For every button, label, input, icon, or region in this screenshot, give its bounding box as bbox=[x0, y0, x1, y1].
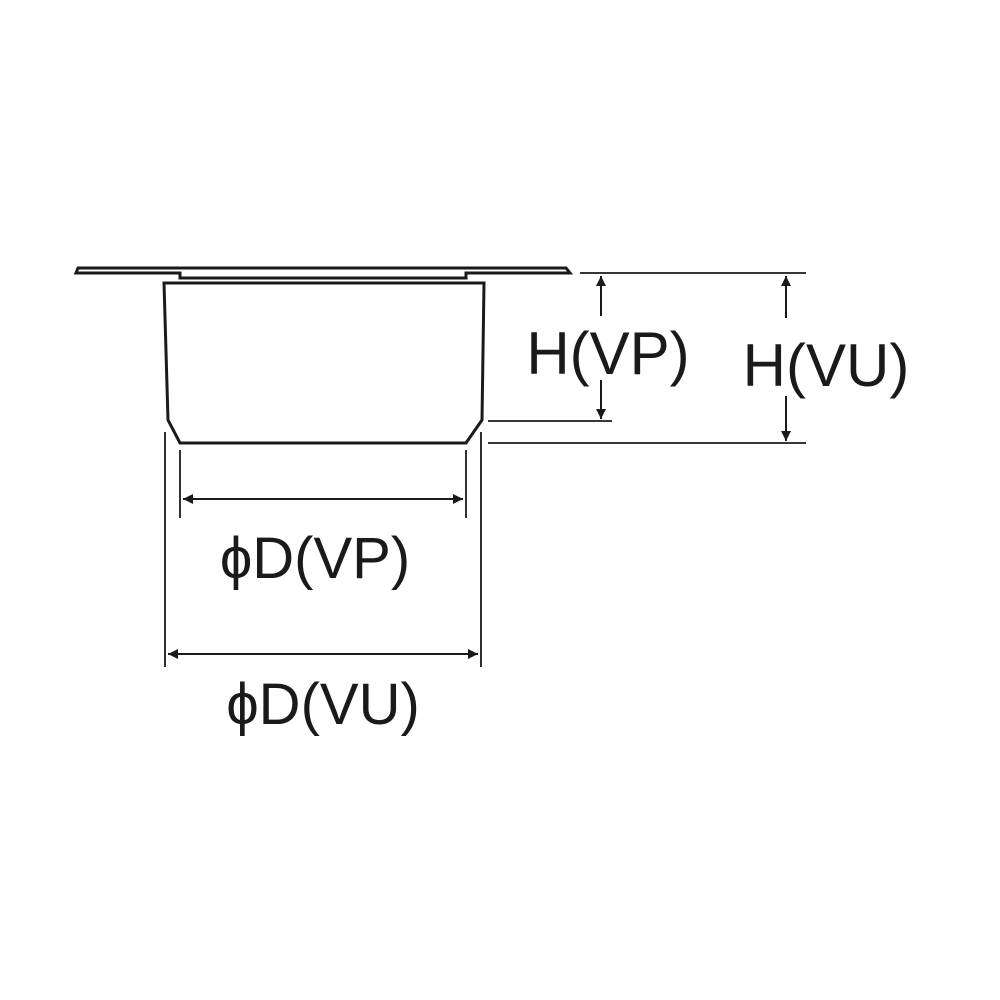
label-diameter-vp: ϕD(VP) bbox=[220, 526, 410, 591]
dimension-lines bbox=[168, 276, 791, 659]
label-height-vp: H(VP) bbox=[526, 320, 689, 387]
label-height-vu: H(VU) bbox=[743, 332, 910, 399]
fitting-outline bbox=[73, 266, 574, 445]
flange bbox=[73, 266, 574, 280]
cup-body bbox=[162, 281, 486, 445]
label-diameter-vu: ϕD(VU) bbox=[226, 672, 420, 737]
extension-lines bbox=[164, 272, 806, 667]
